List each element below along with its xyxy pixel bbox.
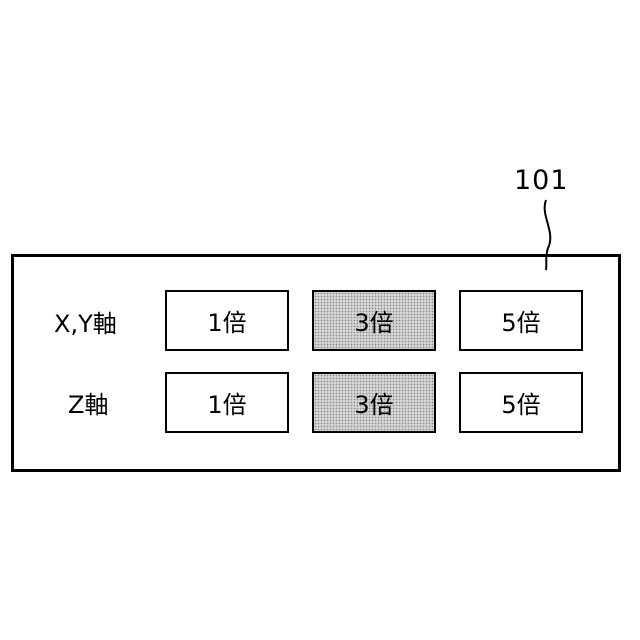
- button-label: 1倍: [207, 303, 246, 338]
- z-3x-button[interactable]: 3倍: [312, 372, 436, 433]
- xy-1x-button[interactable]: 1倍: [165, 290, 289, 351]
- button-label: 3倍: [354, 303, 393, 338]
- button-label: 3倍: [354, 385, 393, 420]
- axis-label-xy: X,Y軸: [54, 310, 117, 338]
- button-label: 5倍: [501, 385, 540, 420]
- reference-numeral: 101: [514, 166, 584, 196]
- z-1x-button[interactable]: 1倍: [165, 372, 289, 433]
- button-label: 1倍: [207, 385, 246, 420]
- axis-label-z: Z軸: [68, 391, 108, 419]
- magnification-panel: [11, 254, 621, 472]
- xy-3x-button[interactable]: 3倍: [312, 290, 436, 351]
- xy-5x-button[interactable]: 5倍: [459, 290, 583, 351]
- button-label: 5倍: [501, 303, 540, 338]
- z-5x-button[interactable]: 5倍: [459, 372, 583, 433]
